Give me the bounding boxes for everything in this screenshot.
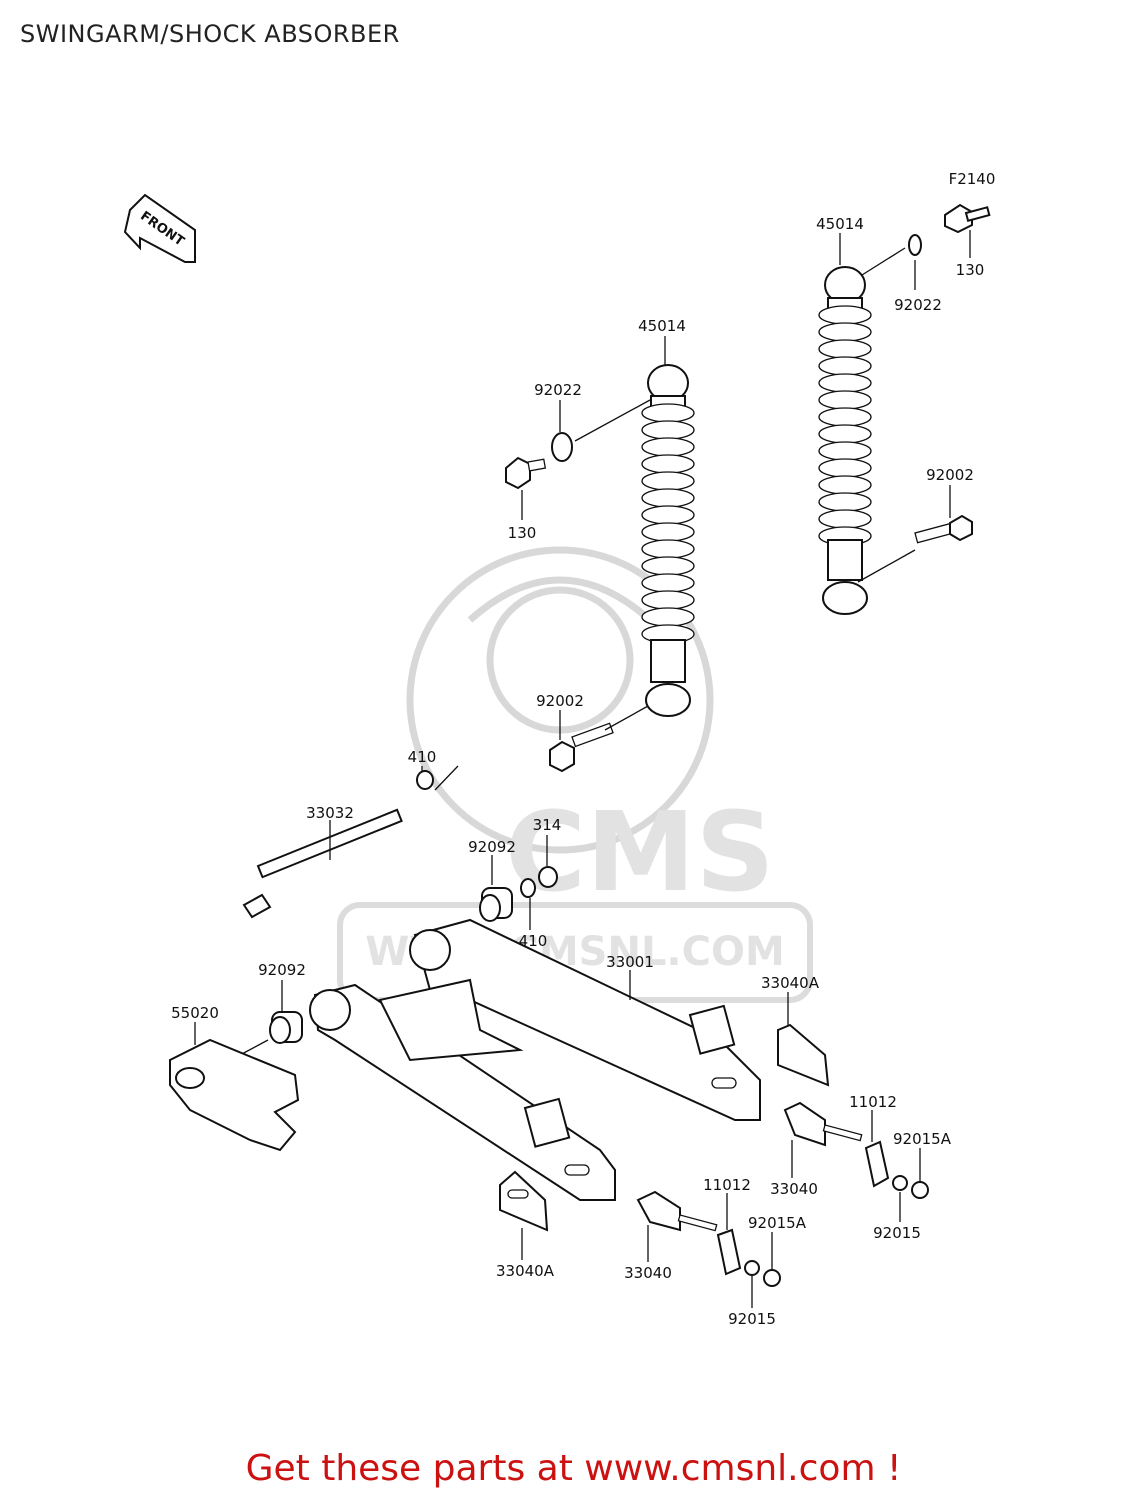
spring-coil	[641, 590, 695, 610]
spring-coil	[641, 420, 695, 440]
label-nut-upper: 92015	[873, 1224, 921, 1242]
spring-coil	[818, 424, 872, 444]
washer-right	[908, 234, 922, 256]
adjuster-bolt-upper	[864, 1140, 890, 1188]
spring-coil	[818, 339, 872, 359]
label-nut-410-bottom: 410	[519, 932, 548, 950]
spring-coil	[818, 322, 872, 342]
spring-coil	[641, 471, 695, 491]
spring-coil	[818, 509, 872, 529]
chain-guard	[169, 1038, 300, 1152]
spring-coil	[818, 441, 872, 461]
spring-coil	[641, 522, 695, 542]
nut-410-top	[416, 770, 434, 790]
nut-lower	[744, 1260, 760, 1276]
adjuster-plate-upper	[777, 1023, 830, 1087]
label-nut-lower-a: 92015A	[748, 1214, 807, 1232]
adjuster-upper	[783, 1101, 863, 1147]
spring-coil	[641, 454, 695, 474]
label-washer-right: 92022	[894, 296, 942, 314]
figure-code: F2140	[949, 170, 996, 188]
spring-coil	[641, 437, 695, 457]
spring-coil	[818, 407, 872, 427]
watermark: CMS WWW.CMSNL.COM	[337, 546, 813, 1003]
collar-left	[269, 1011, 303, 1044]
spring-coil	[641, 505, 695, 525]
swingarm	[309, 918, 761, 1201]
label-shock-right: 45014	[816, 215, 864, 233]
spring-coil	[818, 305, 872, 325]
label-bolt-left-bottom: 92002	[536, 692, 584, 710]
spring-coil	[641, 488, 695, 508]
nut-410-bottom	[520, 878, 536, 898]
label-adjuster-plate-lower: 33040A	[496, 1262, 555, 1280]
cta-link[interactable]: Get these parts at www.cmsnl.com !	[245, 1448, 902, 1489]
label-adjuster-upper: 33040	[770, 1180, 818, 1198]
label-nut-lower: 92015	[728, 1310, 776, 1328]
spring-coil	[818, 356, 872, 376]
label-collar-center: 92092	[468, 838, 516, 856]
shock-absorber-left	[641, 364, 695, 717]
nut-314	[538, 866, 558, 888]
label-pivot-shaft: 33032	[306, 804, 354, 822]
leader-lines	[194, 230, 971, 1308]
washer-left	[551, 432, 573, 462]
label-washer-left: 92022	[534, 381, 582, 399]
label-nut-upper-a: 92015A	[893, 1130, 952, 1148]
label-nut-410-top: 410	[408, 748, 437, 766]
label-adjuster-bolt-upper: 11012	[849, 1093, 897, 1111]
label-swingarm: 33001	[606, 953, 654, 971]
adjuster-lower	[636, 1190, 718, 1232]
spring-coil	[641, 539, 695, 559]
bolt-right-bottom	[914, 514, 973, 544]
label-bolt-left-top: 130	[508, 524, 537, 542]
label-adjuster-bolt-lower: 11012	[703, 1176, 751, 1194]
label-chain-guard: 55020	[171, 1004, 219, 1022]
label-collar-left: 92092	[258, 961, 306, 979]
spring-coil	[641, 607, 695, 627]
spring-coil	[818, 492, 872, 512]
label-nut-314: 314	[533, 816, 562, 834]
nut-upper-a	[911, 1181, 929, 1199]
label-bolt-right-top: 130	[956, 261, 985, 279]
front-arrow-icon: FRONT	[123, 193, 196, 263]
watermark-brand: CMS	[505, 788, 774, 916]
label-adjuster-lower: 33040	[624, 1264, 672, 1282]
label-adjuster-plate-upper: 33040A	[761, 974, 820, 992]
spring-coil	[818, 390, 872, 410]
nut-lower-a	[763, 1269, 781, 1287]
spring-coil	[641, 556, 695, 576]
spring-coil	[818, 373, 872, 393]
pivot-shaft	[242, 808, 403, 919]
spring-coil	[641, 573, 695, 593]
shock-absorber-right	[818, 266, 872, 615]
label-shock-left: 45014	[638, 317, 686, 335]
spring-coil	[818, 475, 872, 495]
page-title: SWINGARM/SHOCK ABSORBER	[20, 20, 400, 48]
label-bolt-right-bottom: 92002	[926, 466, 974, 484]
adjuster-plate-lower	[499, 1170, 549, 1232]
nut-upper	[892, 1175, 908, 1191]
spring-coil	[818, 458, 872, 478]
adjuster-bolt-lower	[716, 1228, 742, 1276]
bolt-left-top	[505, 456, 547, 490]
collar-center	[479, 887, 513, 922]
spring-coil	[641, 403, 695, 423]
bolt-right-top	[944, 203, 991, 234]
bolt-left-bottom	[549, 722, 614, 773]
